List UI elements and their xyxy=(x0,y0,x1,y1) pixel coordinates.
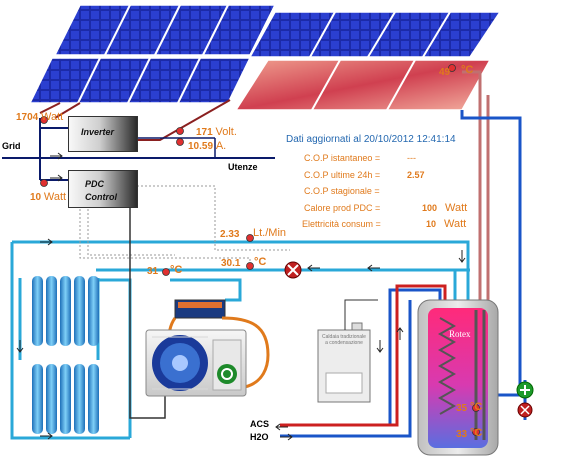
voltage-readout: 171 Volt. xyxy=(196,127,237,138)
pump-icon xyxy=(284,261,302,279)
tank-bottom-temp-value: 33 xyxy=(456,429,468,440)
voltage-value: 171 xyxy=(196,127,213,138)
info-row-cop-season: C.O.P stagionale = xyxy=(304,187,380,196)
updated-timestamp: Dati aggiornati al 20/10/2012 12:41:14 xyxy=(286,134,456,145)
info-row-value: 100 xyxy=(422,203,438,213)
collector-temp-unit: °C xyxy=(461,64,474,76)
info-row-label: Elettricità consum = xyxy=(302,219,381,229)
current-readout: 10.59 A. xyxy=(188,141,226,152)
tank-brand-label: Rotex xyxy=(449,329,471,339)
flow-readout: 2.33 Lt./Min xyxy=(220,228,286,240)
solar-panel-icon xyxy=(28,4,502,104)
radiator-temp-readout: 31 °C xyxy=(147,265,182,277)
info-row-unit: Watt xyxy=(444,218,467,230)
flow-unit: Lt./Min xyxy=(253,227,287,239)
collector-temp-readout: 49 °C xyxy=(439,65,473,78)
flow-value: 2.33 xyxy=(220,229,240,240)
info-row-label: Calore prod PDC = xyxy=(304,203,381,213)
voltage-unit: Volt. xyxy=(215,126,237,138)
radiator-temp-unit: °C xyxy=(170,264,183,276)
thermal-collector-icon xyxy=(234,59,492,111)
info-row-value: --- xyxy=(407,153,416,163)
tank-bottom-temp-unit: °C xyxy=(470,427,483,439)
pdc-watt-value: 10 xyxy=(30,192,42,203)
tank-top-temp-value: 35 xyxy=(456,403,468,414)
boiler-icon xyxy=(317,322,371,403)
sensor-icon xyxy=(40,64,480,436)
return-temp-readout: 30.1 °C xyxy=(221,257,266,269)
info-row-label: C.O.P istantaneo = xyxy=(304,153,381,163)
info-row-value: 2.57 xyxy=(407,170,425,180)
acs-label: ACS xyxy=(250,419,270,429)
pdc-label: PDC xyxy=(85,179,105,189)
info-row-electricity: Elettricità consum = 10 Watt xyxy=(302,219,466,230)
grid-label: Grid xyxy=(2,141,21,151)
return-temp-value: 30.1 xyxy=(221,258,241,269)
inverter-label: Inverter xyxy=(81,127,115,137)
storage-tank-icon xyxy=(417,299,499,456)
tank-top-temp-unit: °C xyxy=(470,401,483,413)
info-row-unit: Watt xyxy=(445,202,468,214)
tank-top-temp-readout: 35 °C xyxy=(456,402,482,414)
collector-temp-value: 49 xyxy=(439,67,451,78)
info-row-value: 10 xyxy=(426,219,437,229)
pdc-control-box[interactable]: PDC Control xyxy=(68,170,138,208)
control-label: Control xyxy=(85,192,117,202)
tank-bottom-temp-readout: 33 °C xyxy=(456,428,482,440)
pv-watt-unit: Watt xyxy=(41,111,64,123)
radiator-temp-value: 31 xyxy=(147,266,159,277)
pv-watt-value: 1704 xyxy=(16,112,39,123)
info-row-label: C.O.P ultime 24h = xyxy=(304,170,381,180)
pdc-power-readout: 10 Watt xyxy=(30,192,66,203)
info-row-cop-24h: C.O.P ultime 24h = 2.57 xyxy=(304,170,425,180)
info-row-label: C.O.P stagionale = xyxy=(304,186,380,196)
h2o-label: H2O xyxy=(250,432,269,442)
return-temp-unit: °C xyxy=(254,256,267,268)
inverter-box[interactable]: Inverter xyxy=(68,116,138,152)
info-row-cop-instant: C.O.P istantaneo = --- xyxy=(304,153,416,163)
boiler-label: Caldaia tradizionale a condensazione xyxy=(322,334,366,346)
heat-exchanger-icon xyxy=(174,299,226,319)
heat-pump-icon xyxy=(145,329,247,397)
pv-power-readout: 1704 Watt xyxy=(16,112,63,123)
current-unit: A. xyxy=(215,140,227,152)
valve-icon xyxy=(517,402,533,418)
radiator-icon xyxy=(32,276,99,434)
pdc-watt-unit: Watt xyxy=(43,191,67,203)
utenze-label: Utenze xyxy=(228,162,258,172)
info-row-heat-produced: Calore prod PDC = 100 Watt xyxy=(304,203,467,214)
pump-icon xyxy=(516,381,534,399)
current-value: 10.59 xyxy=(188,141,214,152)
